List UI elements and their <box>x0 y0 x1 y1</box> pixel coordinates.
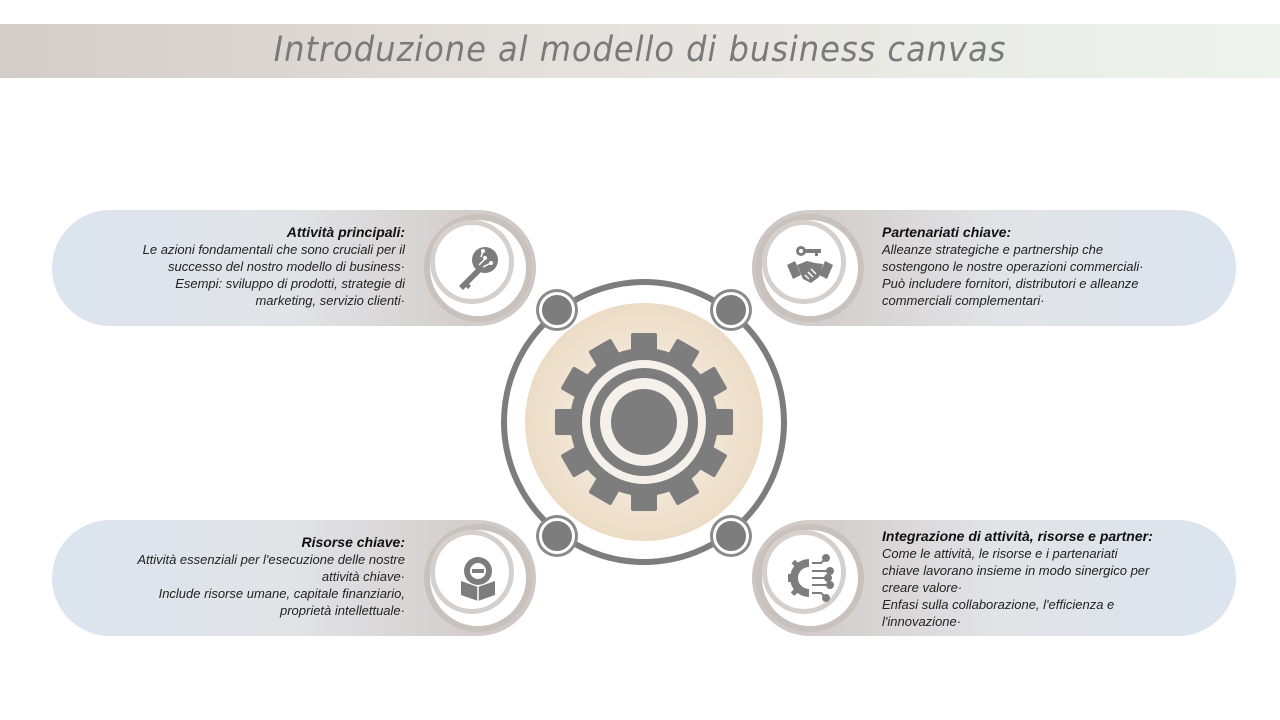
connector-node-bottom-left <box>539 518 575 554</box>
gear-circuit-icon <box>788 554 834 602</box>
card-line: Come le attività, le risorse e i partena… <box>882 546 1118 561</box>
connector-node-bottom-right <box>713 518 749 554</box>
card-line: Enfasi sulla collaborazione, l'efficienz… <box>882 597 1115 612</box>
card-line: attività chiave· <box>321 569 405 584</box>
card-line: chiave lavorano insieme in modo sinergic… <box>882 563 1150 578</box>
card-line: Include risorse umane, capitale finanzia… <box>158 586 405 601</box>
card-line: Esempi: sviluppo di prodotti, strategie … <box>175 276 405 291</box>
card-line: l'innovazione· <box>882 614 962 629</box>
page-title: Introduzione al modello di business canv… <box>273 30 1007 70</box>
icon-badge <box>756 524 864 632</box>
card-line: commerciali complementari· <box>882 293 1045 308</box>
card-text: Partenariati chiave: Alleanze strategich… <box>882 224 1144 309</box>
card-line: marketing, servizio clienti· <box>255 293 405 308</box>
card-line: successo del nostro modello di business· <box>167 259 405 274</box>
icon-badge <box>756 214 864 322</box>
card-line: creare valore· <box>882 580 963 595</box>
card-line: proprietà intellettuale· <box>279 603 405 618</box>
handshake-key-icon <box>787 246 833 283</box>
card-text: Integrazione di attività, risorse e part… <box>882 528 1153 630</box>
card-line: Alleanze strategiche e partnership che <box>882 242 1104 257</box>
card-line: Può includere fornitori, distributori e … <box>882 276 1139 291</box>
title-banner <box>0 24 1280 78</box>
card-text: Attività principali: Le azioni fondament… <box>143 224 405 309</box>
digital-key-icon <box>459 247 498 290</box>
connector-node-top-right <box>713 292 749 328</box>
connector-node-top-left <box>539 292 575 328</box>
card-title: Partenariati chiave: <box>882 224 1012 240</box>
card-text: Risorse chiave: Attività essenziali per … <box>137 534 405 619</box>
icon-badge <box>424 524 532 632</box>
card-line: Attività essenziali per l'esecuzione del… <box>137 552 405 567</box>
central-gear-diagram <box>500 278 788 566</box>
card-line: Le azioni fondamentali che sono cruciali… <box>142 242 405 257</box>
card-title: Integrazione di attività, risorse e part… <box>882 528 1153 544</box>
icon-badge <box>424 214 532 322</box>
card-title: Risorse chiave: <box>301 534 406 550</box>
card-title: Attività principali: <box>286 224 405 240</box>
card-attivita-principali: Attività principali: Le azioni fondament… <box>52 210 536 326</box>
card-partenariati-chiave: Partenariati chiave: Alleanze strategich… <box>752 210 1236 326</box>
card-risorse-chiave: Risorse chiave: Attività essenziali per … <box>52 520 536 636</box>
card-integrazione: Integrazione di attività, risorse e part… <box>752 520 1236 636</box>
gear-box-icon <box>461 557 495 601</box>
card-line: sostengono le nostre operazioni commerci… <box>882 259 1144 274</box>
